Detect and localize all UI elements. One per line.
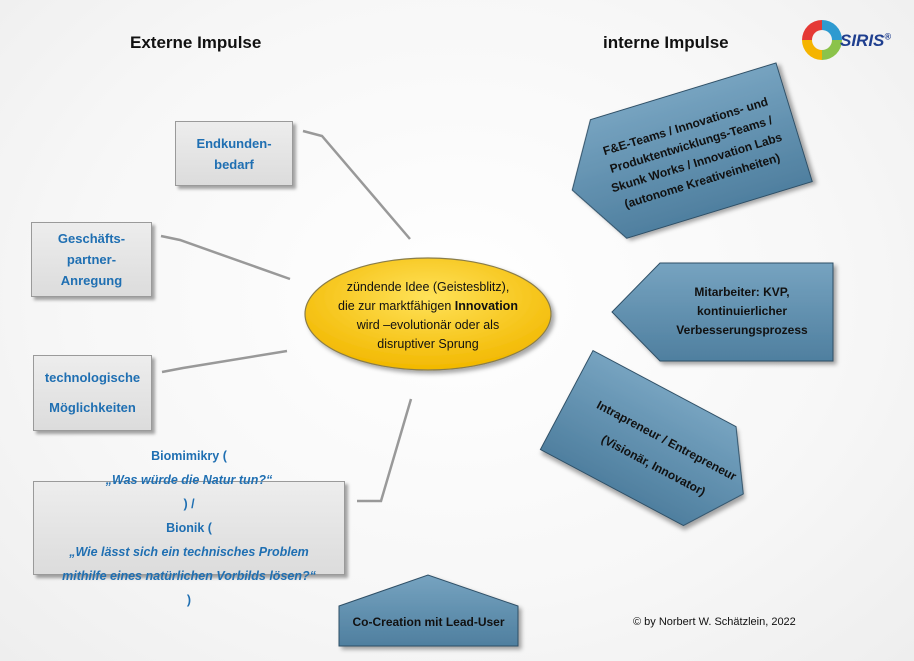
siris-logo-text: SIRIS® <box>840 31 892 50</box>
connector-biomimikry <box>357 398 413 503</box>
mitarbeiter-shape <box>611 262 834 362</box>
external-impulses-header: Externe Impulse <box>130 33 262 52</box>
intrapreneur-shape <box>539 349 744 527</box>
biomimikry-box: Biomimikry („Was würde die Natur tun?“) … <box>33 449 345 607</box>
geschaeftspartner-box: Geschäfts-partner-Anregung <box>31 222 152 297</box>
siris-logo-icon <box>802 20 842 60</box>
cocreation-label: Co-Creation mit Lead-User <box>352 615 505 629</box>
internal-impulses-header: interne Impulse <box>603 33 729 52</box>
copyright-text: © by Norbert W. Schätzlein, 2022 <box>633 616 796 628</box>
central-idea-ellipse <box>304 257 552 371</box>
connector-endkunden <box>302 129 411 240</box>
mitarbeiter-label: Mitarbeiter: KVP, kontinuierlicher Verbe… <box>676 285 808 337</box>
central-idea-text: zündende Idee (Geistesblitz), die zur ma… <box>338 280 518 351</box>
connector-geschaefts <box>160 234 291 281</box>
endkunden-box: Endkunden-bedarf <box>175 121 293 186</box>
connector-technologisch <box>161 349 288 374</box>
cocreation-shape <box>338 574 519 647</box>
fe-teams-shape <box>571 62 813 239</box>
